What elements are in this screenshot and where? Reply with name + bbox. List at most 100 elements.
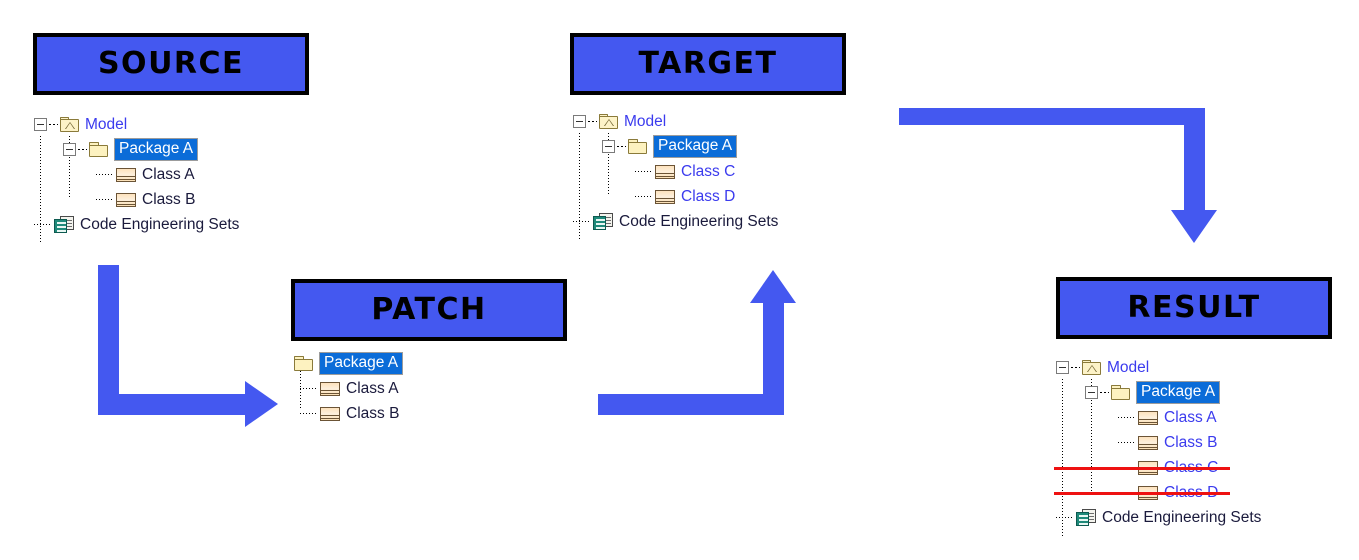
tree-row-package-a[interactable]: Package A xyxy=(573,134,778,159)
tree-connector xyxy=(296,401,318,426)
tree-label: Class C xyxy=(681,162,736,180)
arrow-shaft-vertical xyxy=(763,303,784,415)
tree-label: Class A xyxy=(142,165,195,183)
tree-label: Model xyxy=(1107,358,1150,376)
tree-row-class-b[interactable]: Class B xyxy=(34,187,239,212)
tree-row-class-b[interactable]: Class B xyxy=(292,401,403,426)
tree-connector xyxy=(296,376,318,401)
folder-icon xyxy=(628,138,648,155)
code-engineering-sets-icon xyxy=(54,215,75,234)
tree-target: Model Package A Class C Class D xyxy=(573,109,778,239)
class-icon xyxy=(655,164,676,180)
tree-connector xyxy=(92,162,114,187)
tree-row-class-c[interactable]: Class C xyxy=(573,159,778,184)
tree-row-model[interactable]: Model xyxy=(34,112,239,137)
folder-icon xyxy=(294,355,314,372)
tree-label-selected: Package A xyxy=(319,352,404,375)
folder-icon xyxy=(89,141,109,158)
tree-row-class-d[interactable]: Class D xyxy=(573,184,778,209)
tree-label: Class B xyxy=(346,404,400,422)
tree-label: Class B xyxy=(1164,433,1218,451)
tree-label: Model xyxy=(85,115,128,133)
class-icon xyxy=(320,381,341,397)
tree-label: Code Engineering Sets xyxy=(1102,508,1262,526)
tree-label: Class A xyxy=(1164,408,1217,426)
tree-label: Code Engineering Sets xyxy=(80,215,240,233)
tree-patch: Package A Class A Class B xyxy=(292,351,404,426)
tree-result: Model Package A Class A Class B xyxy=(1054,355,1261,537)
arrow-shaft-horizontal xyxy=(899,108,1205,125)
banner-source-label: SOURCE xyxy=(97,46,245,81)
tree-trunk xyxy=(1091,379,1092,492)
expander-minus-icon[interactable] xyxy=(1056,361,1069,374)
tree-connector xyxy=(92,187,114,212)
tree-row-code-engineering-sets[interactable]: Code Engineering Sets xyxy=(34,212,239,237)
class-icon xyxy=(1138,485,1159,501)
tree-connector xyxy=(1114,405,1136,430)
tree-label: Class A xyxy=(346,379,399,397)
tree-row-class-b[interactable]: Class B xyxy=(1056,430,1261,455)
expander-minus-icon[interactable] xyxy=(602,140,615,153)
tree-row-package-a[interactable]: Package A xyxy=(292,351,404,376)
expander-minus-icon[interactable] xyxy=(63,143,76,156)
source-to-patch-arrow xyxy=(98,265,278,427)
expander-minus-icon[interactable] xyxy=(573,115,586,128)
tree-row-class-a[interactable]: Class A xyxy=(292,376,403,401)
class-icon xyxy=(320,406,341,422)
banner-target: TARGET xyxy=(570,33,846,95)
arrow-shaft-horizontal xyxy=(598,394,784,415)
tree-connector xyxy=(1114,430,1136,455)
tree-row-class-a[interactable]: Class A xyxy=(1056,405,1261,430)
tree-row-class-c-deleted[interactable]: Class C xyxy=(1054,455,1261,480)
tree-connector xyxy=(30,212,52,237)
tree-connector xyxy=(49,124,58,125)
tree-label-selected: Package A xyxy=(653,135,738,158)
arrow-shaft-vertical xyxy=(1184,108,1205,210)
arrow-head-right xyxy=(245,381,278,427)
tree-row-package-a[interactable]: Package A xyxy=(34,137,239,162)
tree-label: Model xyxy=(624,112,667,130)
tree-trunk xyxy=(40,136,41,242)
model-folder-icon xyxy=(599,113,619,130)
patch-to-target-arrow xyxy=(598,270,798,415)
tree-trunk xyxy=(300,371,301,408)
tree-row-model[interactable]: Model xyxy=(1056,355,1261,380)
tree-connector xyxy=(631,159,653,184)
model-folder-icon xyxy=(60,116,80,133)
tree-label-selected: Package A xyxy=(114,138,199,161)
tree-trunk xyxy=(579,133,580,239)
tree-row-class-d-deleted[interactable]: Class D xyxy=(1054,480,1261,505)
tree-row-model[interactable]: Model xyxy=(573,109,778,134)
class-icon xyxy=(1138,460,1159,476)
tree-connector xyxy=(1114,455,1136,480)
banner-result-label: RESULT xyxy=(1127,290,1261,325)
tree-connector xyxy=(1114,480,1136,505)
code-engineering-sets-icon xyxy=(593,212,614,231)
expander-minus-icon[interactable] xyxy=(34,118,47,131)
tree-source: Model Package A Class A Class B xyxy=(34,112,239,242)
tree-trunk xyxy=(608,133,609,195)
tree-label: Class D xyxy=(1164,483,1219,501)
tree-row-code-engineering-sets[interactable]: Code Engineering Sets xyxy=(1056,505,1261,530)
banner-patch: PATCH xyxy=(291,279,567,341)
arrow-shaft-vertical xyxy=(98,265,119,415)
tree-row-package-a[interactable]: Package A xyxy=(1056,380,1261,405)
expander-minus-icon[interactable] xyxy=(1085,386,1098,399)
tree-connector xyxy=(569,209,591,234)
class-icon xyxy=(655,189,676,205)
tree-label: Class C xyxy=(1164,458,1219,476)
tree-label: Code Engineering Sets xyxy=(619,212,779,230)
class-icon xyxy=(1138,410,1159,426)
tree-connector xyxy=(78,149,87,150)
banner-result: RESULT xyxy=(1056,277,1332,339)
class-icon xyxy=(1138,435,1159,451)
tree-connector xyxy=(631,184,653,209)
tree-row-code-engineering-sets[interactable]: Code Engineering Sets xyxy=(573,209,778,234)
tree-trunk xyxy=(69,136,70,198)
target-to-result-arrow xyxy=(899,108,1219,243)
arrow-head-down xyxy=(1171,210,1217,243)
banner-patch-label: PATCH xyxy=(371,292,487,327)
code-engineering-sets-icon xyxy=(1076,508,1097,527)
model-folder-icon xyxy=(1082,359,1102,376)
tree-row-class-a[interactable]: Class A xyxy=(34,162,239,187)
